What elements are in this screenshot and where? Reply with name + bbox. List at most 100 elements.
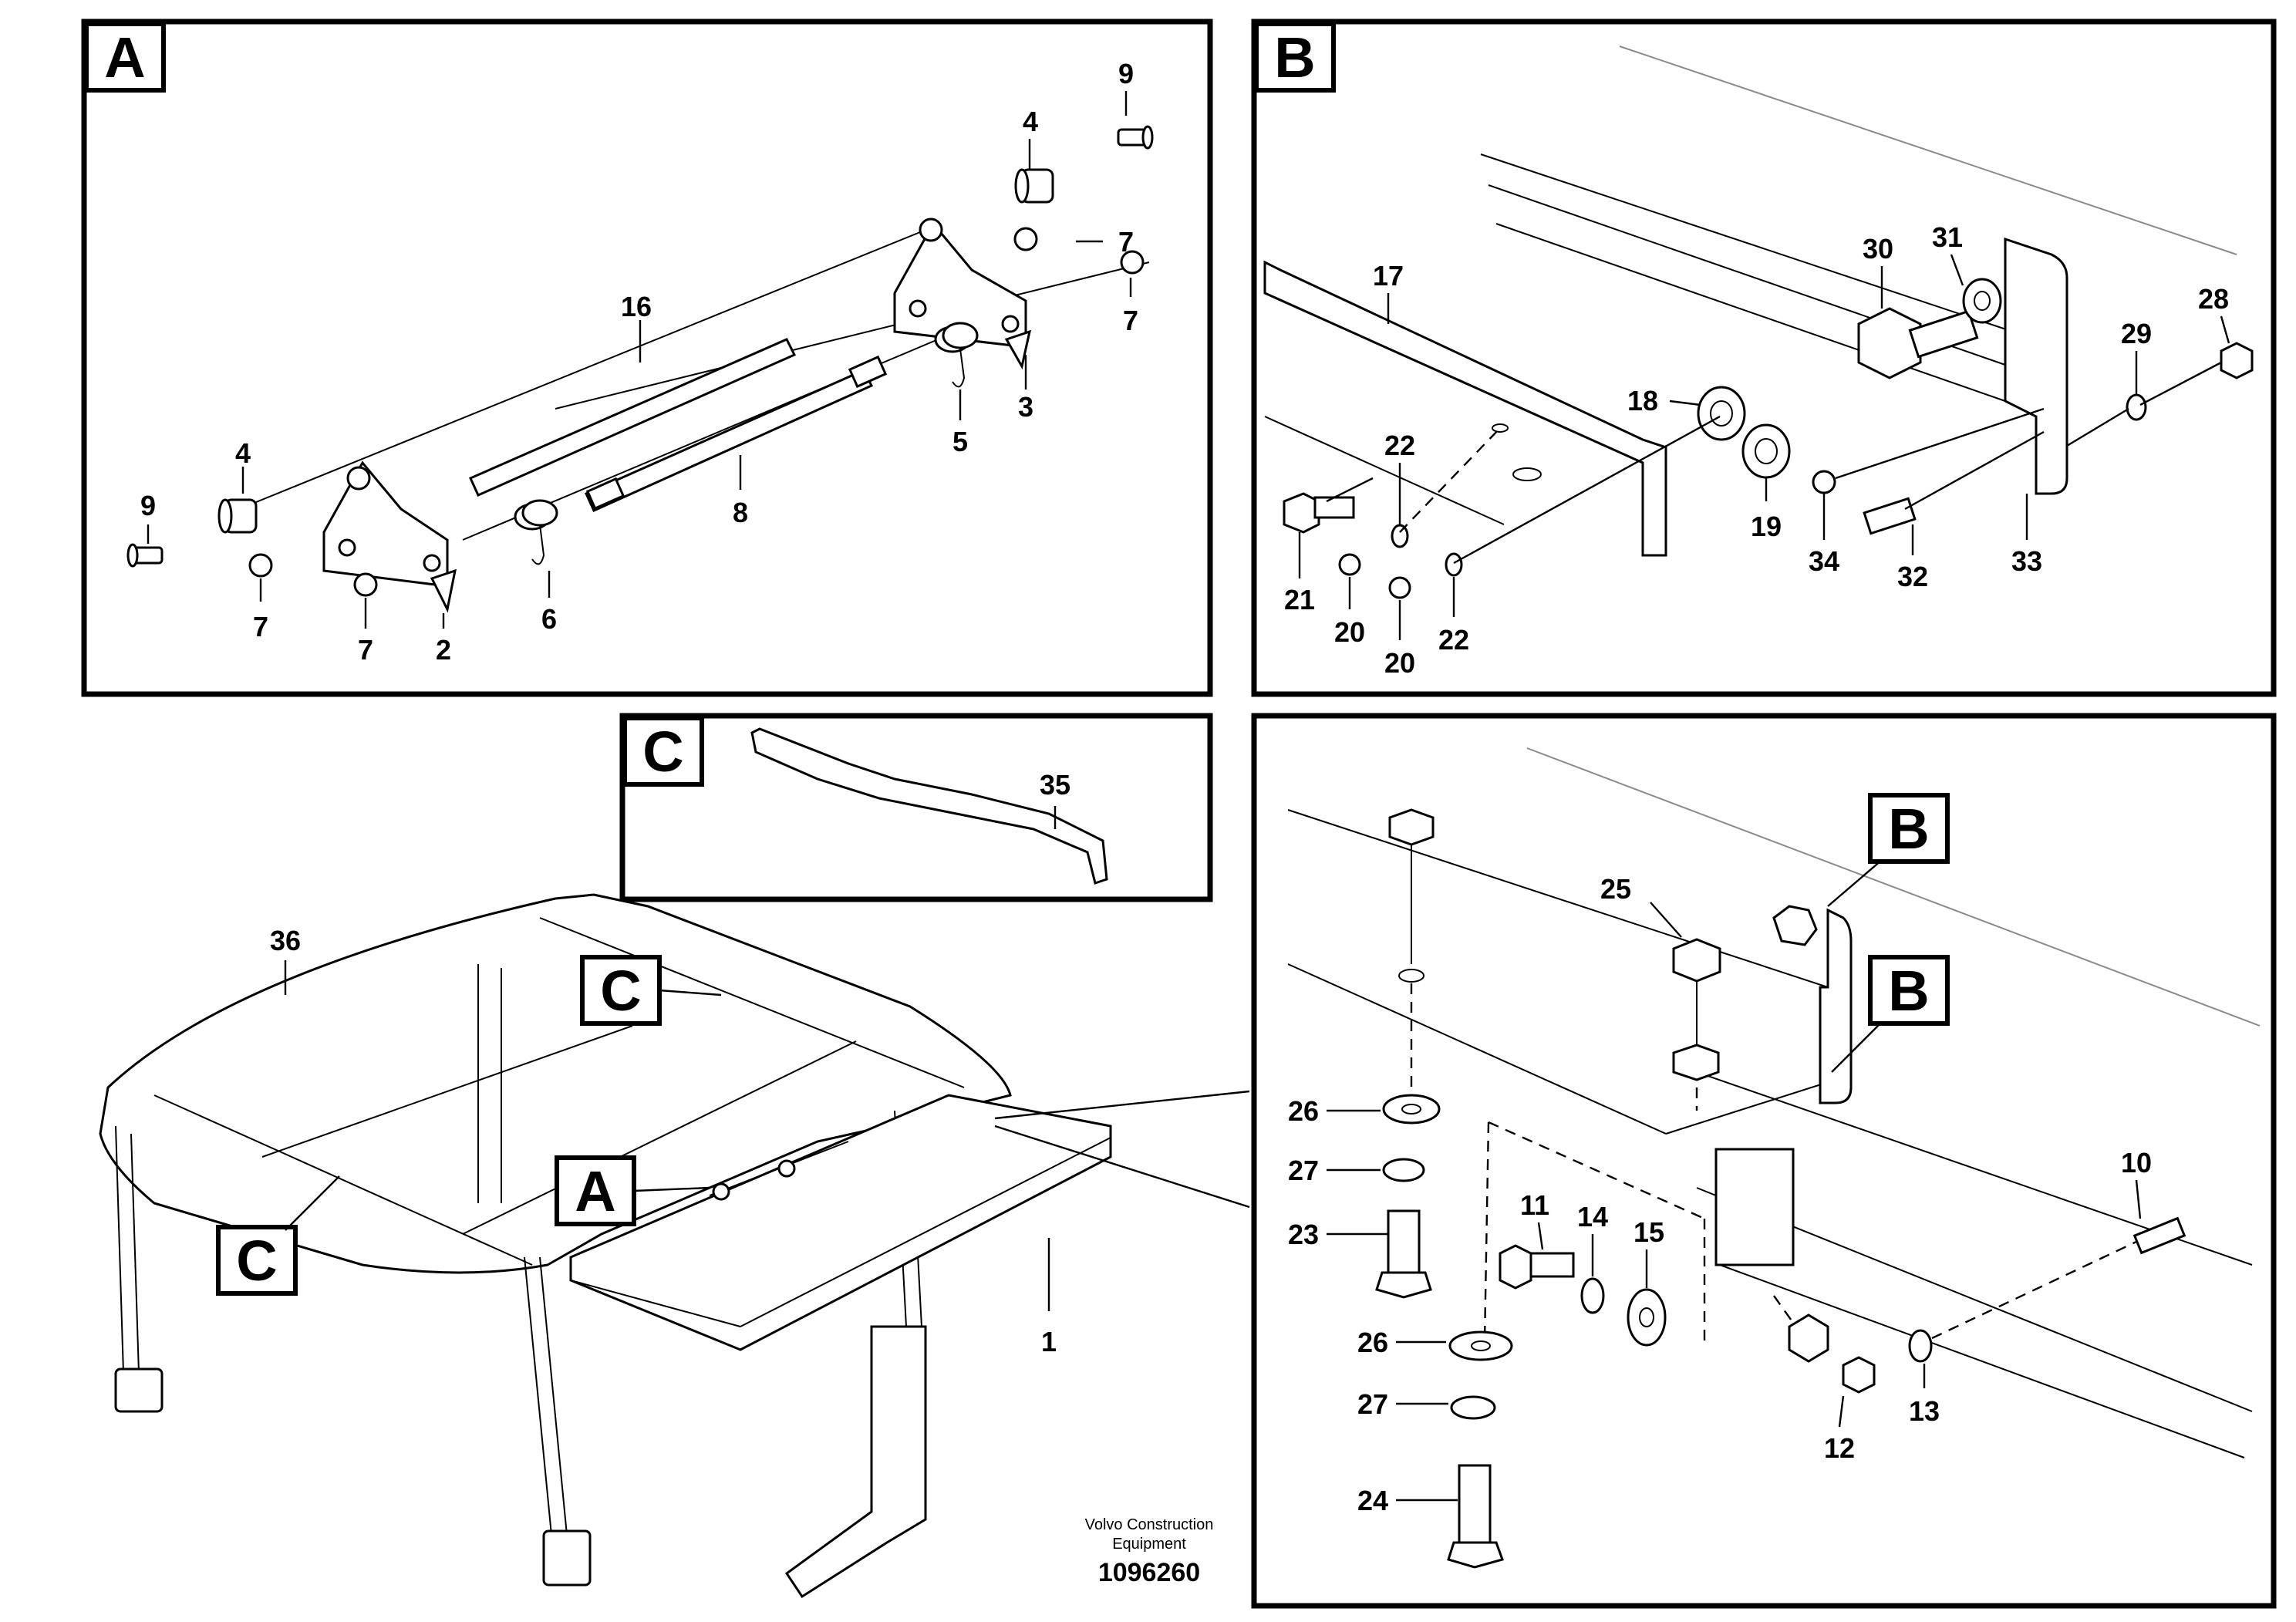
callout-22: 22 bbox=[1384, 430, 1415, 461]
roof-36 bbox=[99, 893, 1012, 1274]
overview-tag-box-c-bottom bbox=[216, 1225, 298, 1296]
callout-7: 7 bbox=[1123, 305, 1138, 336]
screw-7-d bbox=[1120, 250, 1145, 275]
callout-25: 25 bbox=[1600, 873, 1631, 905]
bolt-10 bbox=[2132, 1216, 2186, 1255]
callout-36: 36 bbox=[270, 925, 301, 956]
callout-5: 5 bbox=[952, 426, 968, 457]
callout-24: 24 bbox=[1357, 1485, 1388, 1516]
company-line-1: Volvo Construction bbox=[1085, 1516, 1214, 1533]
spacer-block bbox=[1714, 1148, 1795, 1266]
washer-29 bbox=[2126, 393, 2147, 421]
screw-9-right bbox=[1117, 125, 1154, 150]
overview-tag-box-c-top bbox=[580, 955, 662, 1026]
bolt-11-shank bbox=[1529, 1252, 1575, 1278]
panel-d-tag-box-2 bbox=[1868, 955, 1950, 1026]
bolt-21-shank bbox=[1313, 496, 1355, 519]
callout-15: 15 bbox=[1633, 1216, 1664, 1248]
bolt-11-head bbox=[1499, 1244, 1532, 1290]
callout-11: 11 bbox=[1520, 1189, 1549, 1221]
callout-32: 32 bbox=[1897, 561, 1928, 592]
roller-18 bbox=[1697, 386, 1746, 441]
callout-20: 20 bbox=[1334, 616, 1365, 648]
callout-4: 4 bbox=[235, 437, 251, 469]
washer-13 bbox=[1908, 1329, 1933, 1363]
panel-c-tag: C bbox=[642, 720, 683, 784]
panel-d-tag-2: B bbox=[1888, 959, 1929, 1023]
callout-2: 2 bbox=[436, 634, 451, 666]
washer-27-b bbox=[1450, 1395, 1496, 1420]
callout-35: 35 bbox=[1040, 769, 1070, 801]
callout-9: 9 bbox=[140, 490, 156, 521]
washer-22-b bbox=[1445, 552, 1463, 577]
panel-c: C 35 bbox=[619, 713, 1213, 902]
callout-34: 34 bbox=[1809, 545, 1839, 577]
spring-5 bbox=[934, 322, 979, 388]
washer-26-b bbox=[1448, 1330, 1513, 1361]
washer-26-a bbox=[1382, 1094, 1441, 1125]
shaft-assembly bbox=[238, 223, 1150, 541]
callout-4: 4 bbox=[1023, 106, 1038, 137]
spring-6 bbox=[514, 499, 558, 565]
bushing-4-left bbox=[217, 498, 258, 534]
overview-assembly: 36 1 C A C bbox=[99, 893, 1250, 1599]
callout-1: 1 bbox=[1041, 1326, 1057, 1357]
panel-b-tag-box bbox=[1254, 22, 1336, 93]
nut-25 bbox=[1672, 938, 1721, 983]
callout-28: 28 bbox=[2198, 283, 2229, 315]
panel-d-rails bbox=[1287, 747, 2261, 1458]
callout-31: 31 bbox=[1932, 221, 1963, 253]
rod-8 bbox=[585, 369, 874, 512]
callout-8: 8 bbox=[733, 497, 748, 528]
strip-35 bbox=[750, 727, 1108, 885]
screw-7-c bbox=[1013, 227, 1038, 251]
callout-10: 10 bbox=[2121, 1147, 2152, 1179]
washer-14 bbox=[1580, 1277, 1605, 1314]
bolt-30-head bbox=[1857, 307, 1922, 379]
callout-27: 27 bbox=[1357, 1388, 1388, 1420]
callout-21: 21 bbox=[1284, 584, 1315, 615]
washer-15 bbox=[1627, 1288, 1667, 1347]
mount-bracket bbox=[784, 1325, 927, 1599]
roller-19 bbox=[1741, 423, 1791, 479]
bushing-4-right bbox=[1014, 168, 1054, 204]
drawing-number: 1096260 bbox=[1098, 1558, 1200, 1587]
panel-c-tag-box bbox=[622, 716, 704, 787]
washer-31 bbox=[1962, 278, 2002, 324]
washer-27-a bbox=[1382, 1158, 1425, 1182]
callout-7: 7 bbox=[1118, 226, 1134, 258]
bolt-24 bbox=[1458, 1464, 1492, 1544]
panel-d: B B bbox=[1251, 713, 2277, 1609]
callout-19: 19 bbox=[1751, 511, 1782, 542]
nut-28 bbox=[2220, 342, 2254, 379]
screw-32 bbox=[1863, 497, 1917, 535]
tube-16 bbox=[469, 338, 797, 497]
bolt-30-shank bbox=[1908, 309, 1979, 359]
screw-9-left bbox=[126, 543, 164, 568]
bracket-17 bbox=[1263, 260, 1667, 557]
bolt-23 bbox=[1387, 1209, 1421, 1274]
washer-22-a bbox=[1391, 524, 1409, 548]
screw-7-b bbox=[353, 572, 378, 597]
overview-tag-a: A bbox=[575, 1159, 615, 1223]
panel-b-tag: B bbox=[1274, 25, 1315, 89]
callout-16: 16 bbox=[621, 291, 652, 322]
callout-7: 7 bbox=[253, 611, 268, 642]
panel-a-frame bbox=[81, 19, 1213, 697]
screw-20-b bbox=[1388, 576, 1411, 599]
callout-27: 27 bbox=[1288, 1155, 1319, 1186]
nut-right bbox=[1788, 1313, 1829, 1363]
callout-17: 17 bbox=[1373, 260, 1404, 292]
callout-3: 3 bbox=[1018, 391, 1033, 423]
bracket-left-2 bbox=[322, 460, 457, 613]
company-line-2: Equipment bbox=[1112, 1536, 1186, 1553]
panel-c-frame bbox=[619, 713, 1213, 902]
callout-23: 23 bbox=[1288, 1219, 1319, 1250]
panel-a: A bbox=[81, 19, 1213, 697]
callout-6: 6 bbox=[541, 603, 557, 635]
callout-22: 22 bbox=[1438, 624, 1469, 656]
callout-14: 14 bbox=[1577, 1201, 1608, 1233]
callout-18: 18 bbox=[1627, 385, 1658, 416]
screw-34 bbox=[1812, 470, 1836, 494]
drawing-footer: Volvo Construction Equipment 1096260 bbox=[1085, 1516, 1214, 1587]
